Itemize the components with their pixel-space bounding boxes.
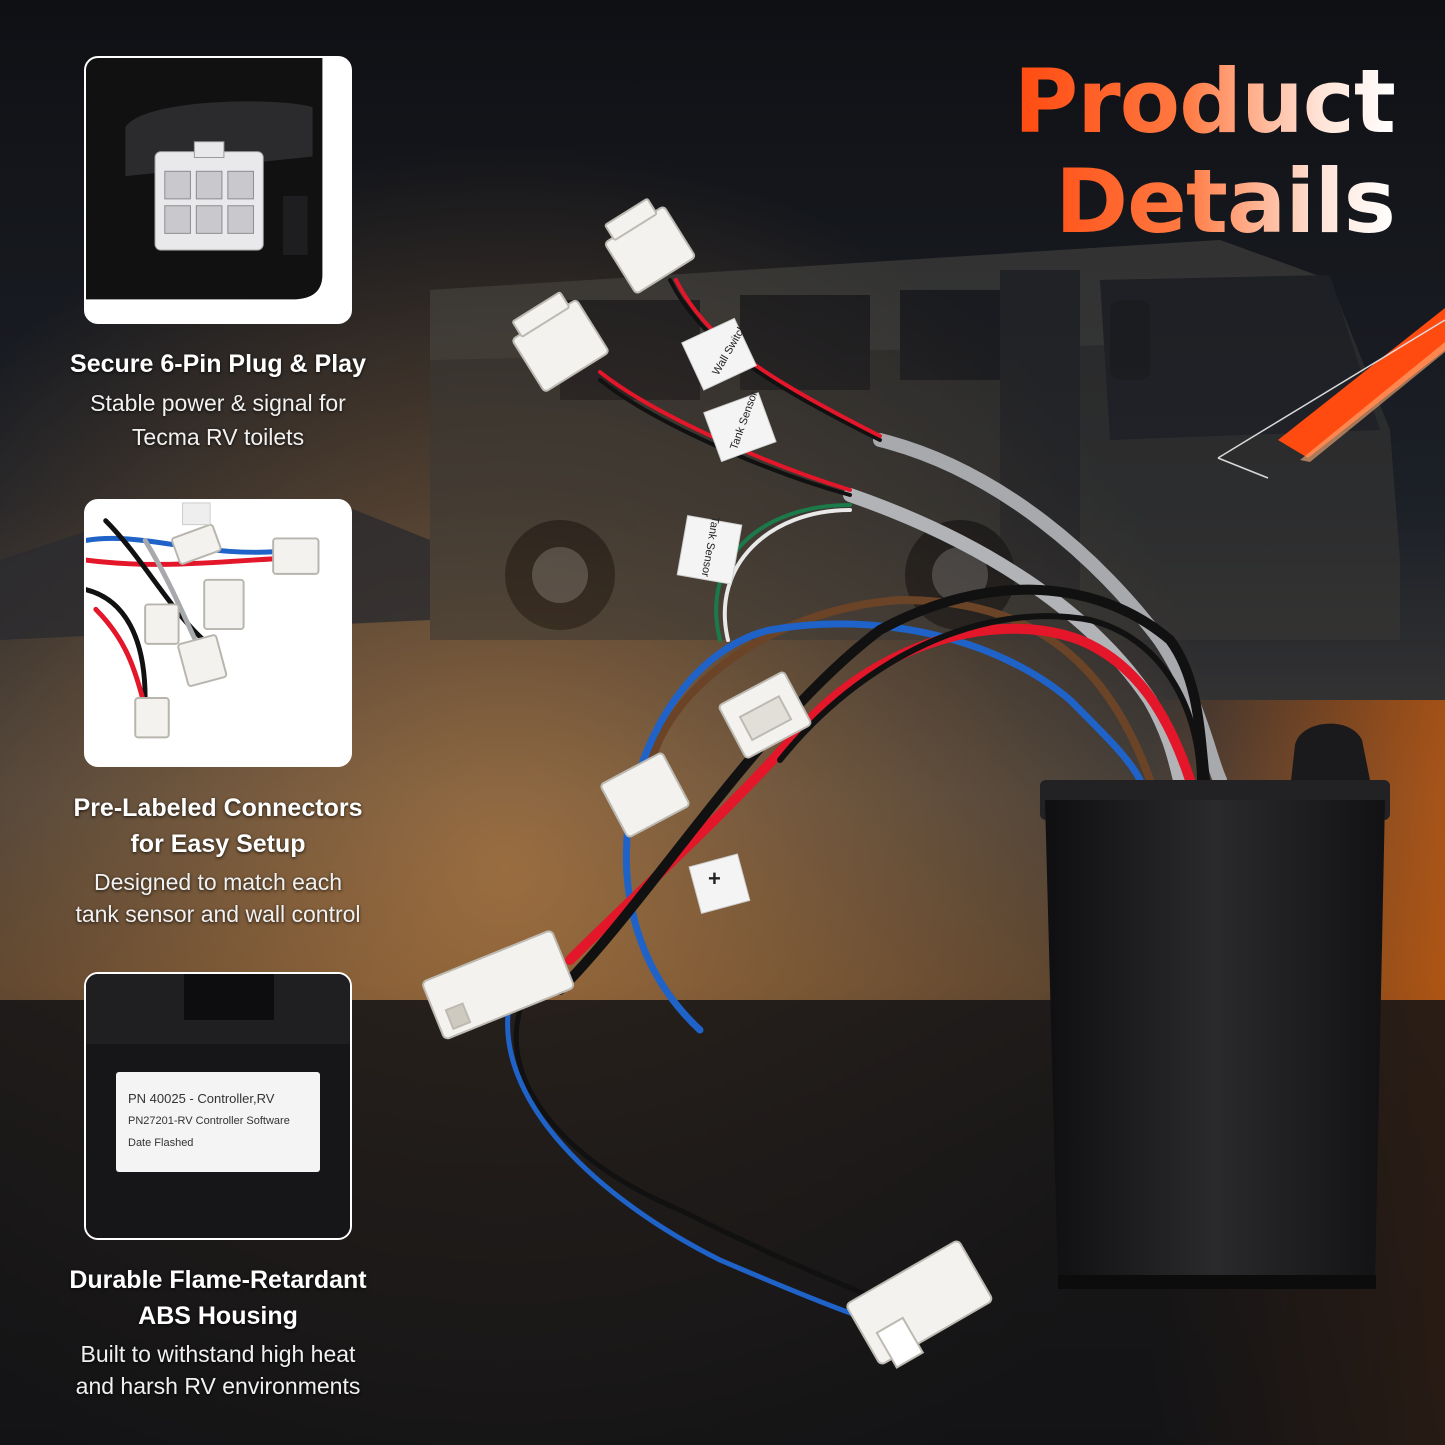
feature-1-desc-line1: Stable power & signal for [90, 390, 346, 416]
feature-1-desc-line2: Tecma RV toilets [131, 424, 305, 450]
feature-3-title-line1: Durable Flame-Retardant [69, 1266, 367, 1294]
product-label-line2: PN27201-RV Controller Software [128, 1115, 290, 1127]
rv-background [430, 240, 1400, 640]
feature-2-desc-line1: Designed to match each [93, 869, 343, 895]
feature-1-title: Secure 6-Pin Plug & Play [70, 350, 366, 378]
headline-line1: Product [1013, 50, 1395, 153]
connectors [422, 198, 993, 1369]
product-label-line1: PN 40025 - Controller,RV [128, 1091, 275, 1106]
controller-housing [1040, 723, 1390, 1289]
tag-plus: + [708, 866, 721, 891]
thumb-connectors [84, 499, 352, 767]
product-label: PN 40025 - Controller,RV PN27201-RV Cont… [116, 1072, 320, 1172]
feature-1: Secure 6-Pin Plug & Play Stable power & … [40, 346, 396, 454]
feature-3: Durable Flame-Retardant ABS Housing Buil… [40, 1262, 396, 1402]
feature-2-desc-line2: tank sensor and wall control [75, 901, 361, 927]
feature-1-desc: Stable power & signal for Tecma RV toile… [40, 386, 396, 454]
feature-2-desc: Designed to match each tank sensor and w… [40, 866, 396, 930]
feature-3-title: Durable Flame-Retardant ABS Housing [40, 1262, 396, 1334]
headline: Product Details [1014, 52, 1395, 252]
thumb-housing-label: PN 40025 - Controller,RV PN27201-RV Cont… [84, 972, 352, 1240]
feature-2: Pre-Labeled Connectors for Easy Setup De… [40, 790, 396, 930]
wire-tags [676, 317, 777, 914]
product-label-line3: Date Flashed [128, 1137, 194, 1149]
thumb-6-pin-plug [84, 56, 352, 324]
feature-3-desc-line2: and harsh RV environments [75, 1373, 361, 1399]
feature-2-title: Pre-Labeled Connectors for Easy Setup [40, 790, 396, 862]
feature-3-desc-line1: Built to withstand high heat [80, 1341, 356, 1367]
feature-2-title-line1: Pre-Labeled Connectors [73, 794, 363, 822]
feature-3-desc: Built to withstand high heat and harsh R… [40, 1338, 396, 1402]
feature-3-title-line2: ABS Housing [138, 1302, 298, 1330]
accent-stripes [1217, 308, 1445, 479]
headline-line2: Details [1055, 150, 1395, 253]
feature-2-title-line2: for Easy Setup [130, 830, 306, 858]
